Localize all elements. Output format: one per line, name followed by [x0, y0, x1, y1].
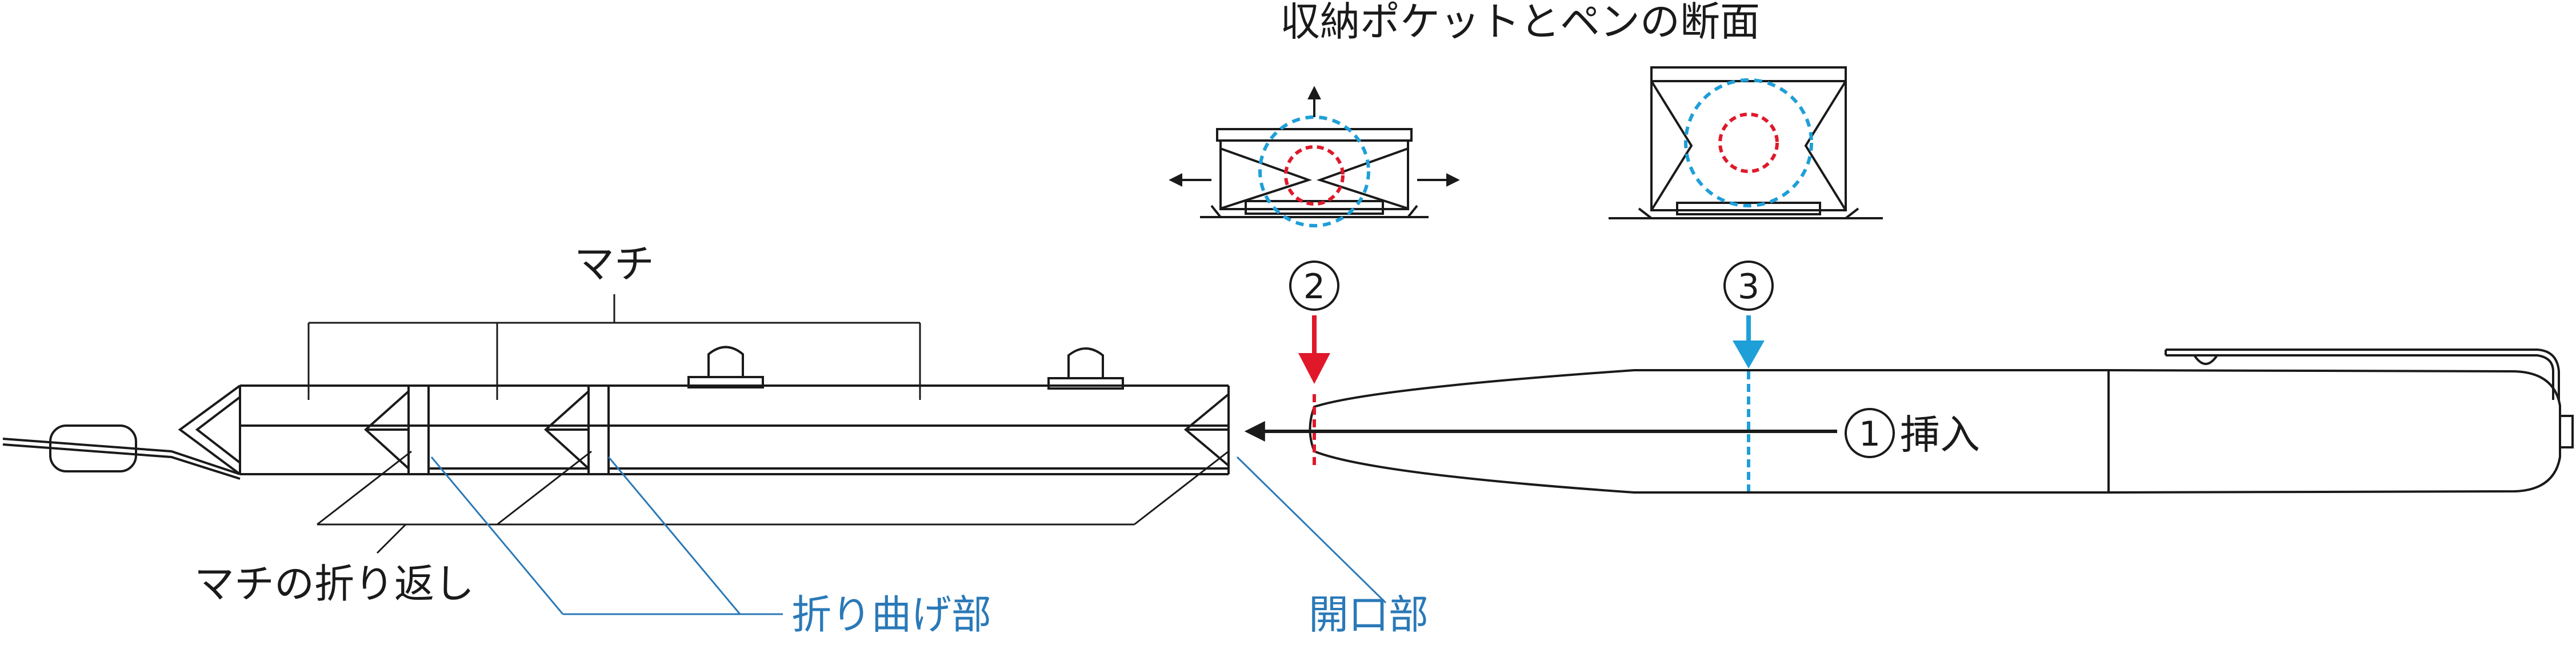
- snap-button-2: [1047, 347, 1124, 390]
- step-3-marker: 3: [1723, 261, 1774, 311]
- step-1-marker: 1: [1845, 408, 1895, 458]
- opening-label: 開口部: [1309, 591, 1429, 638]
- cross-section-inserted: [1609, 66, 1883, 219]
- gusset-fold-leaders: [317, 450, 1229, 554]
- pocket-body: [178, 384, 1230, 475]
- insert-label: 挿入: [1900, 411, 1980, 458]
- pen-body: [1309, 348, 2574, 494]
- strap: [2, 424, 241, 480]
- cross-section-expanded: [1200, 128, 1429, 218]
- pen-outline-circle-2: [1684, 78, 1813, 207]
- refill-outline-circle: [1284, 145, 1345, 206]
- pen-outline-circle: [1258, 115, 1370, 227]
- snap-button-1: [687, 346, 764, 388]
- step-2-number: 2: [1303, 267, 1325, 307]
- bend-part-label: 折り曲げ部: [791, 591, 991, 638]
- bend-part-leaders: [430, 456, 783, 615]
- gusset-fold-label: マチの折り返し: [194, 560, 474, 607]
- red-pointer-head: [1298, 353, 1330, 384]
- step-1-number: 1: [1859, 414, 1881, 454]
- step-3-number: 3: [1738, 267, 1759, 307]
- refill-outline-circle-2: [1718, 113, 1779, 173]
- gusset-label: マチ: [574, 241, 654, 287]
- gusset-bracket: [307, 294, 921, 400]
- cyan-pointer-head: [1733, 340, 1765, 368]
- step-2-marker: 2: [1289, 261, 1339, 311]
- section-title: 収納ポケットとペンの断面: [1280, 0, 1760, 45]
- opening-leader: [1236, 456, 1387, 604]
